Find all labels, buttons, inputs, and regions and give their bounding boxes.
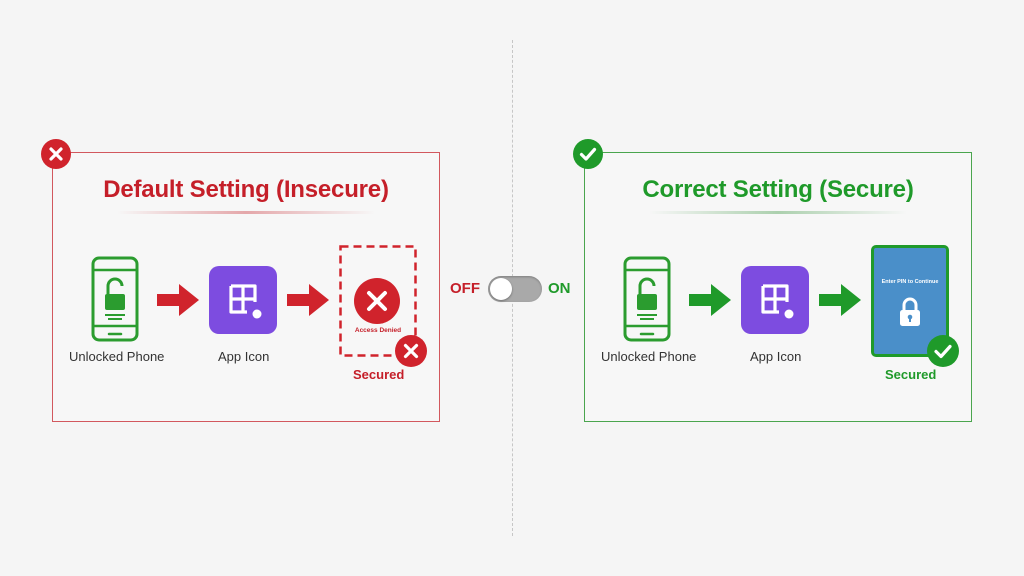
panel-title: Default Setting (Insecure) [103,176,389,203]
app-icon-label: App Icon [218,349,270,364]
toggle-switch[interactable] [488,276,542,302]
unlocked-phone-icon [91,256,139,342]
x-circle-icon [41,139,71,169]
x-circle-icon [354,278,400,324]
toggle-off-label: OFF [450,280,480,297]
check-circle-icon [927,335,959,367]
panel-title: Correct Setting (Secure) [642,176,914,203]
title-underline [117,211,375,214]
arrow-right-icon [819,284,861,316]
arrow-right-icon [287,284,329,316]
app-icon [741,266,809,334]
insecure-panel: Default Setting (Insecure) Unlocked Phon… [41,139,440,422]
x-circle-icon [395,335,427,367]
secure-panel: Correct Setting (Secure) Unlocked Phone … [573,139,972,422]
app-icon-label: App Icon [750,349,802,364]
unlocked-phone-icon [623,256,671,342]
secured-label: Secured [353,367,405,382]
secured-label: Secured [885,367,937,382]
toggle-on-label: ON [548,280,571,297]
arrow-right-icon [689,284,731,316]
padlock-icon [900,297,920,326]
access-denied-box [339,245,417,357]
arrow-right-icon [157,284,199,316]
check-circle-icon [573,139,603,169]
pin-prompt-text: Enter PIN to Continue [881,279,939,285]
access-denied-text: Access Denied [354,327,402,334]
title-underline [649,211,907,214]
app-icon [209,266,277,334]
toggle-knob[interactable] [490,278,512,300]
security-toggle[interactable]: OFF ON [450,276,576,302]
unlocked-phone-label: Unlocked Phone [601,349,697,364]
unlocked-phone-label: Unlocked Phone [69,349,165,364]
